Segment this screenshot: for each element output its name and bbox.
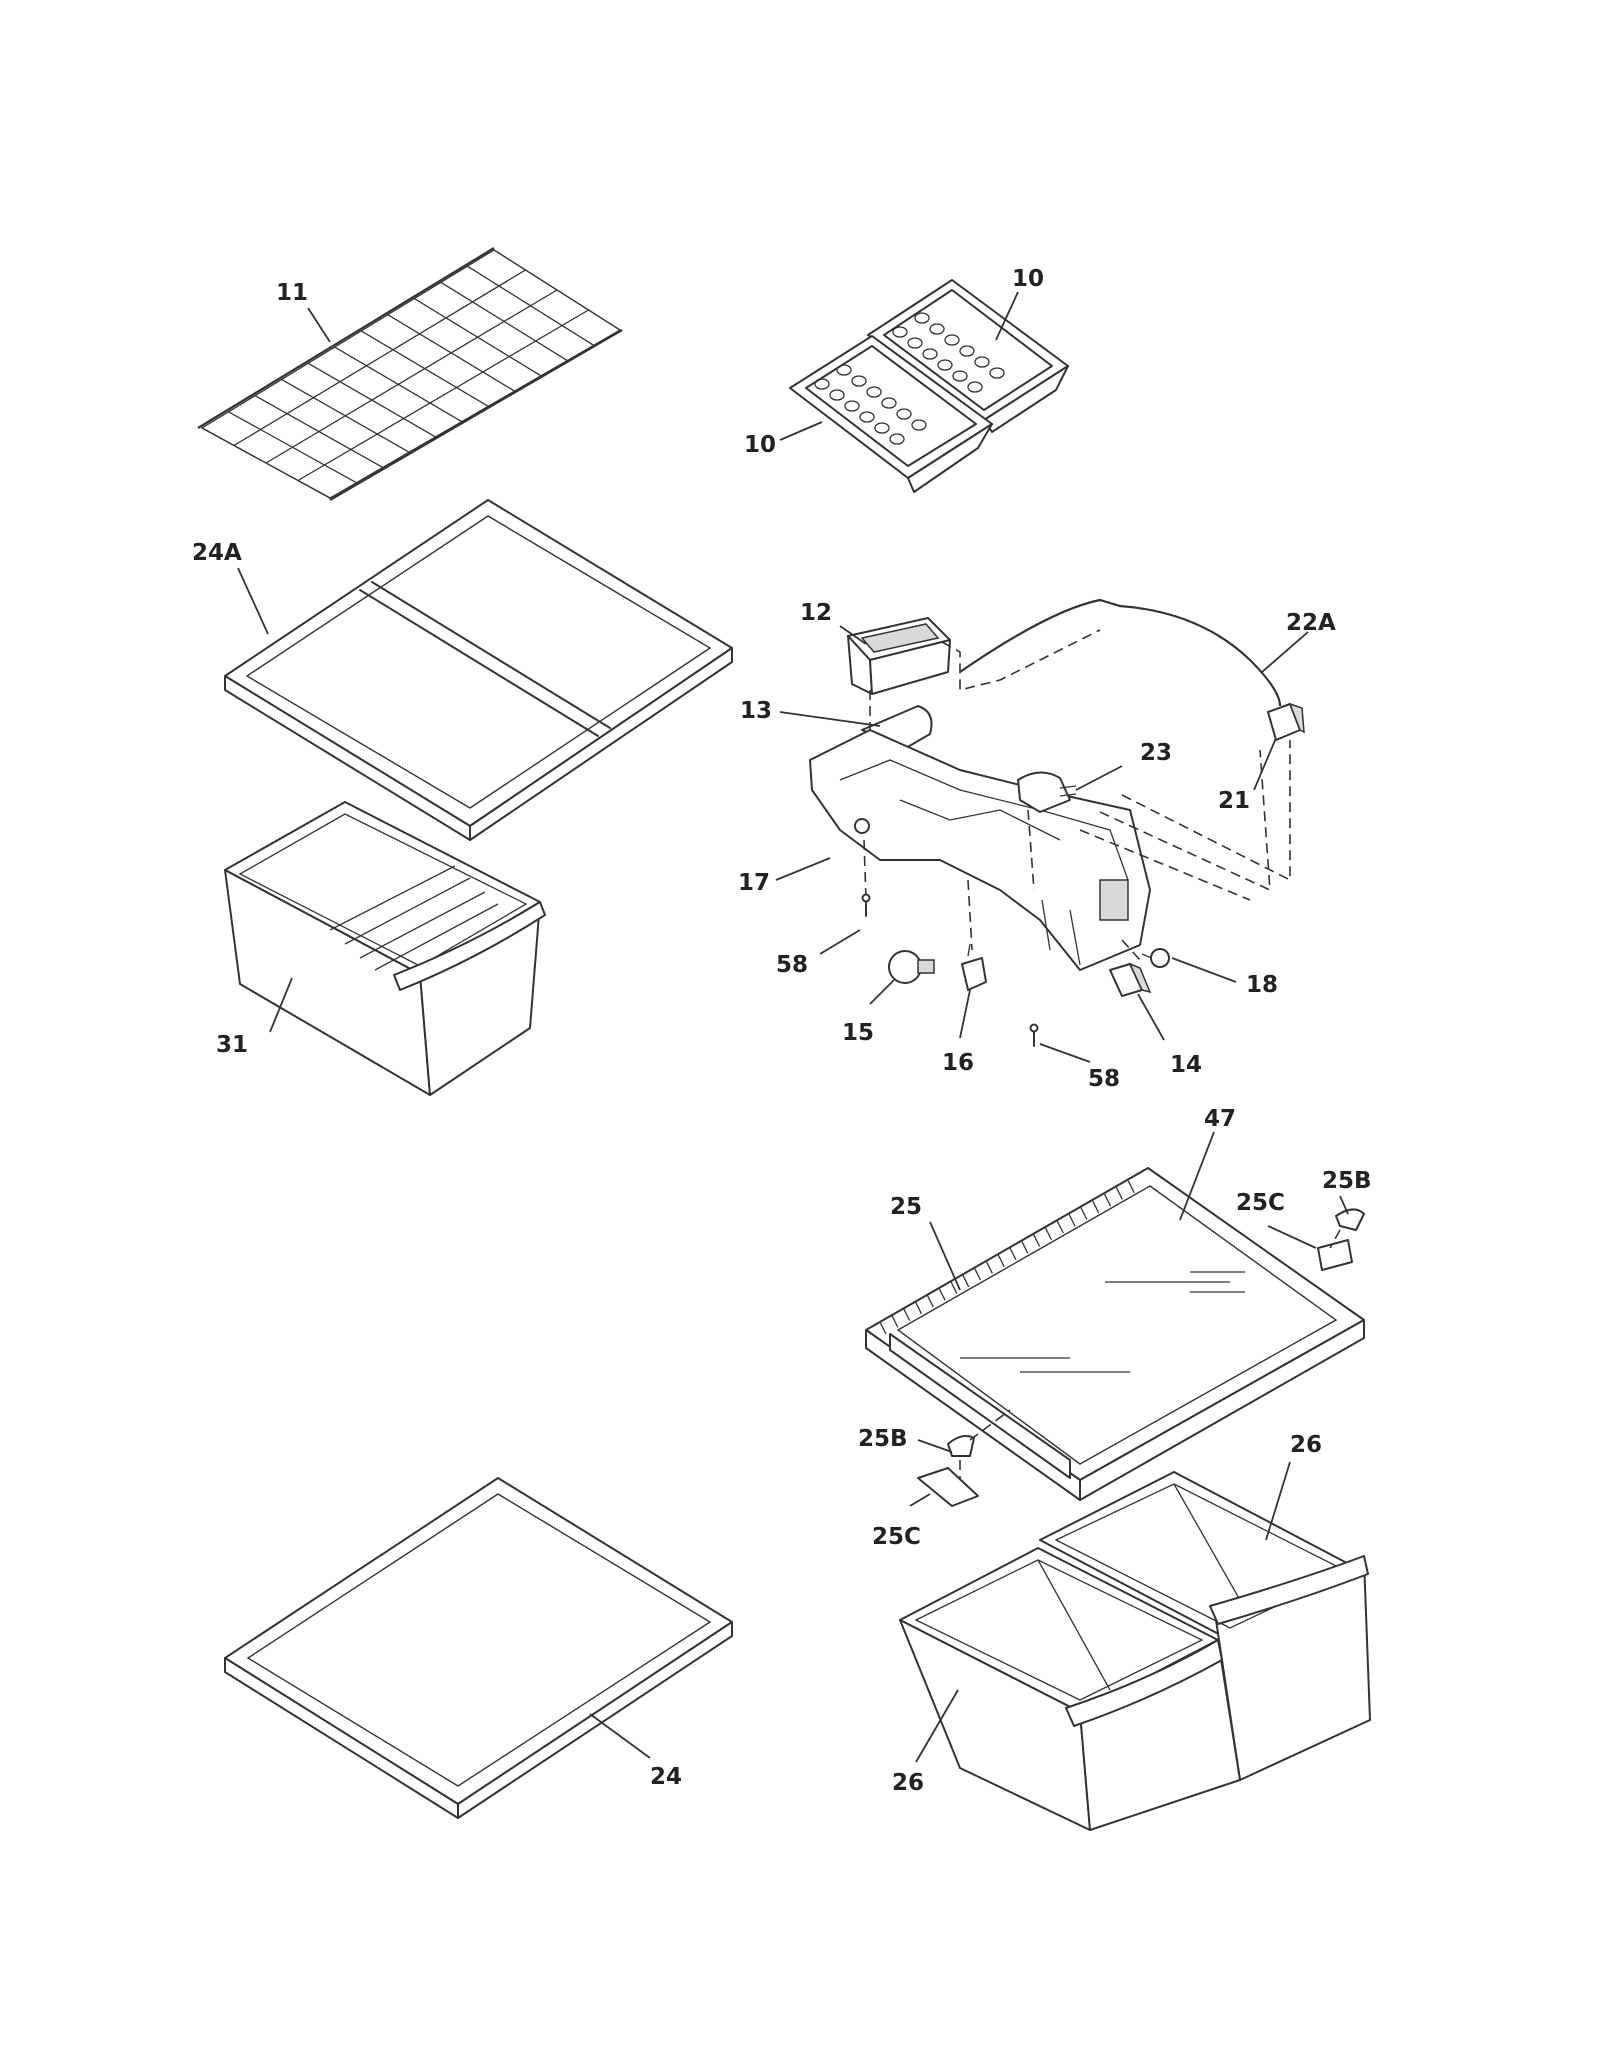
- part-24-shelf[interactable]: [224, 1477, 733, 1819]
- callout-31: 31: [216, 1032, 248, 1058]
- callout-17: 17: [738, 870, 770, 896]
- callout-10-upper: 10: [1012, 266, 1044, 292]
- callout-58-left: 58: [776, 952, 808, 978]
- part-15-light-bulb[interactable]: [888, 950, 935, 984]
- part-25C-clip-top[interactable]: [1317, 1239, 1353, 1271]
- part-10-ice-tray-upper[interactable]: [867, 279, 1069, 433]
- callout-25C-left: 25C: [872, 1524, 921, 1550]
- part-26-crisper-right[interactable]: [1039, 1471, 1371, 1781]
- part-10-ice-tray-lower[interactable]: [789, 335, 993, 493]
- callout-25B-left: 25B: [858, 1426, 908, 1452]
- callout-12: 12: [800, 600, 832, 626]
- callout-23: 23: [1140, 740, 1172, 766]
- leader-lines: [237, 291, 1349, 1763]
- callout-25: 25: [890, 1194, 922, 1220]
- part-13-flap[interactable]: [861, 705, 933, 749]
- part-26-crisper-left[interactable]: [899, 1547, 1241, 1831]
- callout-14: 14: [1170, 1052, 1202, 1078]
- part-12-ice-chute[interactable]: [847, 617, 951, 695]
- callout-13: 13: [740, 698, 772, 724]
- part-16-socket[interactable]: [961, 943, 987, 991]
- part-31-drawer[interactable]: [224, 801, 546, 1096]
- alignment-lines-shelf: [959, 1229, 1341, 1480]
- part-25B-bracket-top[interactable]: [1335, 1208, 1365, 1231]
- part-25C-clip-left[interactable]: [917, 1467, 979, 1507]
- callout-15: 15: [842, 1020, 874, 1046]
- part-47-glass[interactable]: [896, 1185, 1338, 1465]
- part-11-wire-shelf[interactable]: [197, 247, 623, 501]
- part-18-knob[interactable]: [1141, 948, 1170, 968]
- callout-25C-top: 25C: [1236, 1190, 1285, 1216]
- part-22A-harness[interactable]: [959, 598, 1282, 707]
- callout-26-right: 26: [1290, 1432, 1322, 1458]
- callout-24A: 24A: [192, 540, 242, 566]
- callout-47: 47: [1204, 1106, 1236, 1132]
- callout-11: 11: [276, 280, 308, 306]
- alignment-lines: [863, 629, 1291, 961]
- part-14-switch[interactable]: [1109, 962, 1152, 997]
- callout-24: 24: [650, 1764, 682, 1790]
- part-58-screw-right[interactable]: [1029, 1023, 1039, 1047]
- part-25B-bracket-left[interactable]: [947, 1435, 975, 1457]
- part-23-switch[interactable]: [1017, 771, 1077, 813]
- callout-22A: 22A: [1286, 610, 1336, 636]
- callout-21: 21: [1218, 788, 1250, 814]
- part-58-screw-left[interactable]: [861, 893, 871, 917]
- callout-58-right: 58: [1088, 1066, 1120, 1092]
- callout-25B-top: 25B: [1322, 1168, 1372, 1194]
- part-21-connector[interactable]: [1267, 702, 1305, 741]
- callout-10-lower: 10: [744, 432, 776, 458]
- callout-labels: 11 10 10 24A 12 22A 13 23 21 17 58 31 15…: [192, 266, 1372, 1796]
- callout-18: 18: [1246, 972, 1278, 998]
- part-17-housing[interactable]: [809, 729, 1151, 971]
- callout-26-left: 26: [892, 1770, 924, 1796]
- callout-16: 16: [942, 1050, 974, 1076]
- part-24A-crisper-cover[interactable]: [224, 499, 733, 841]
